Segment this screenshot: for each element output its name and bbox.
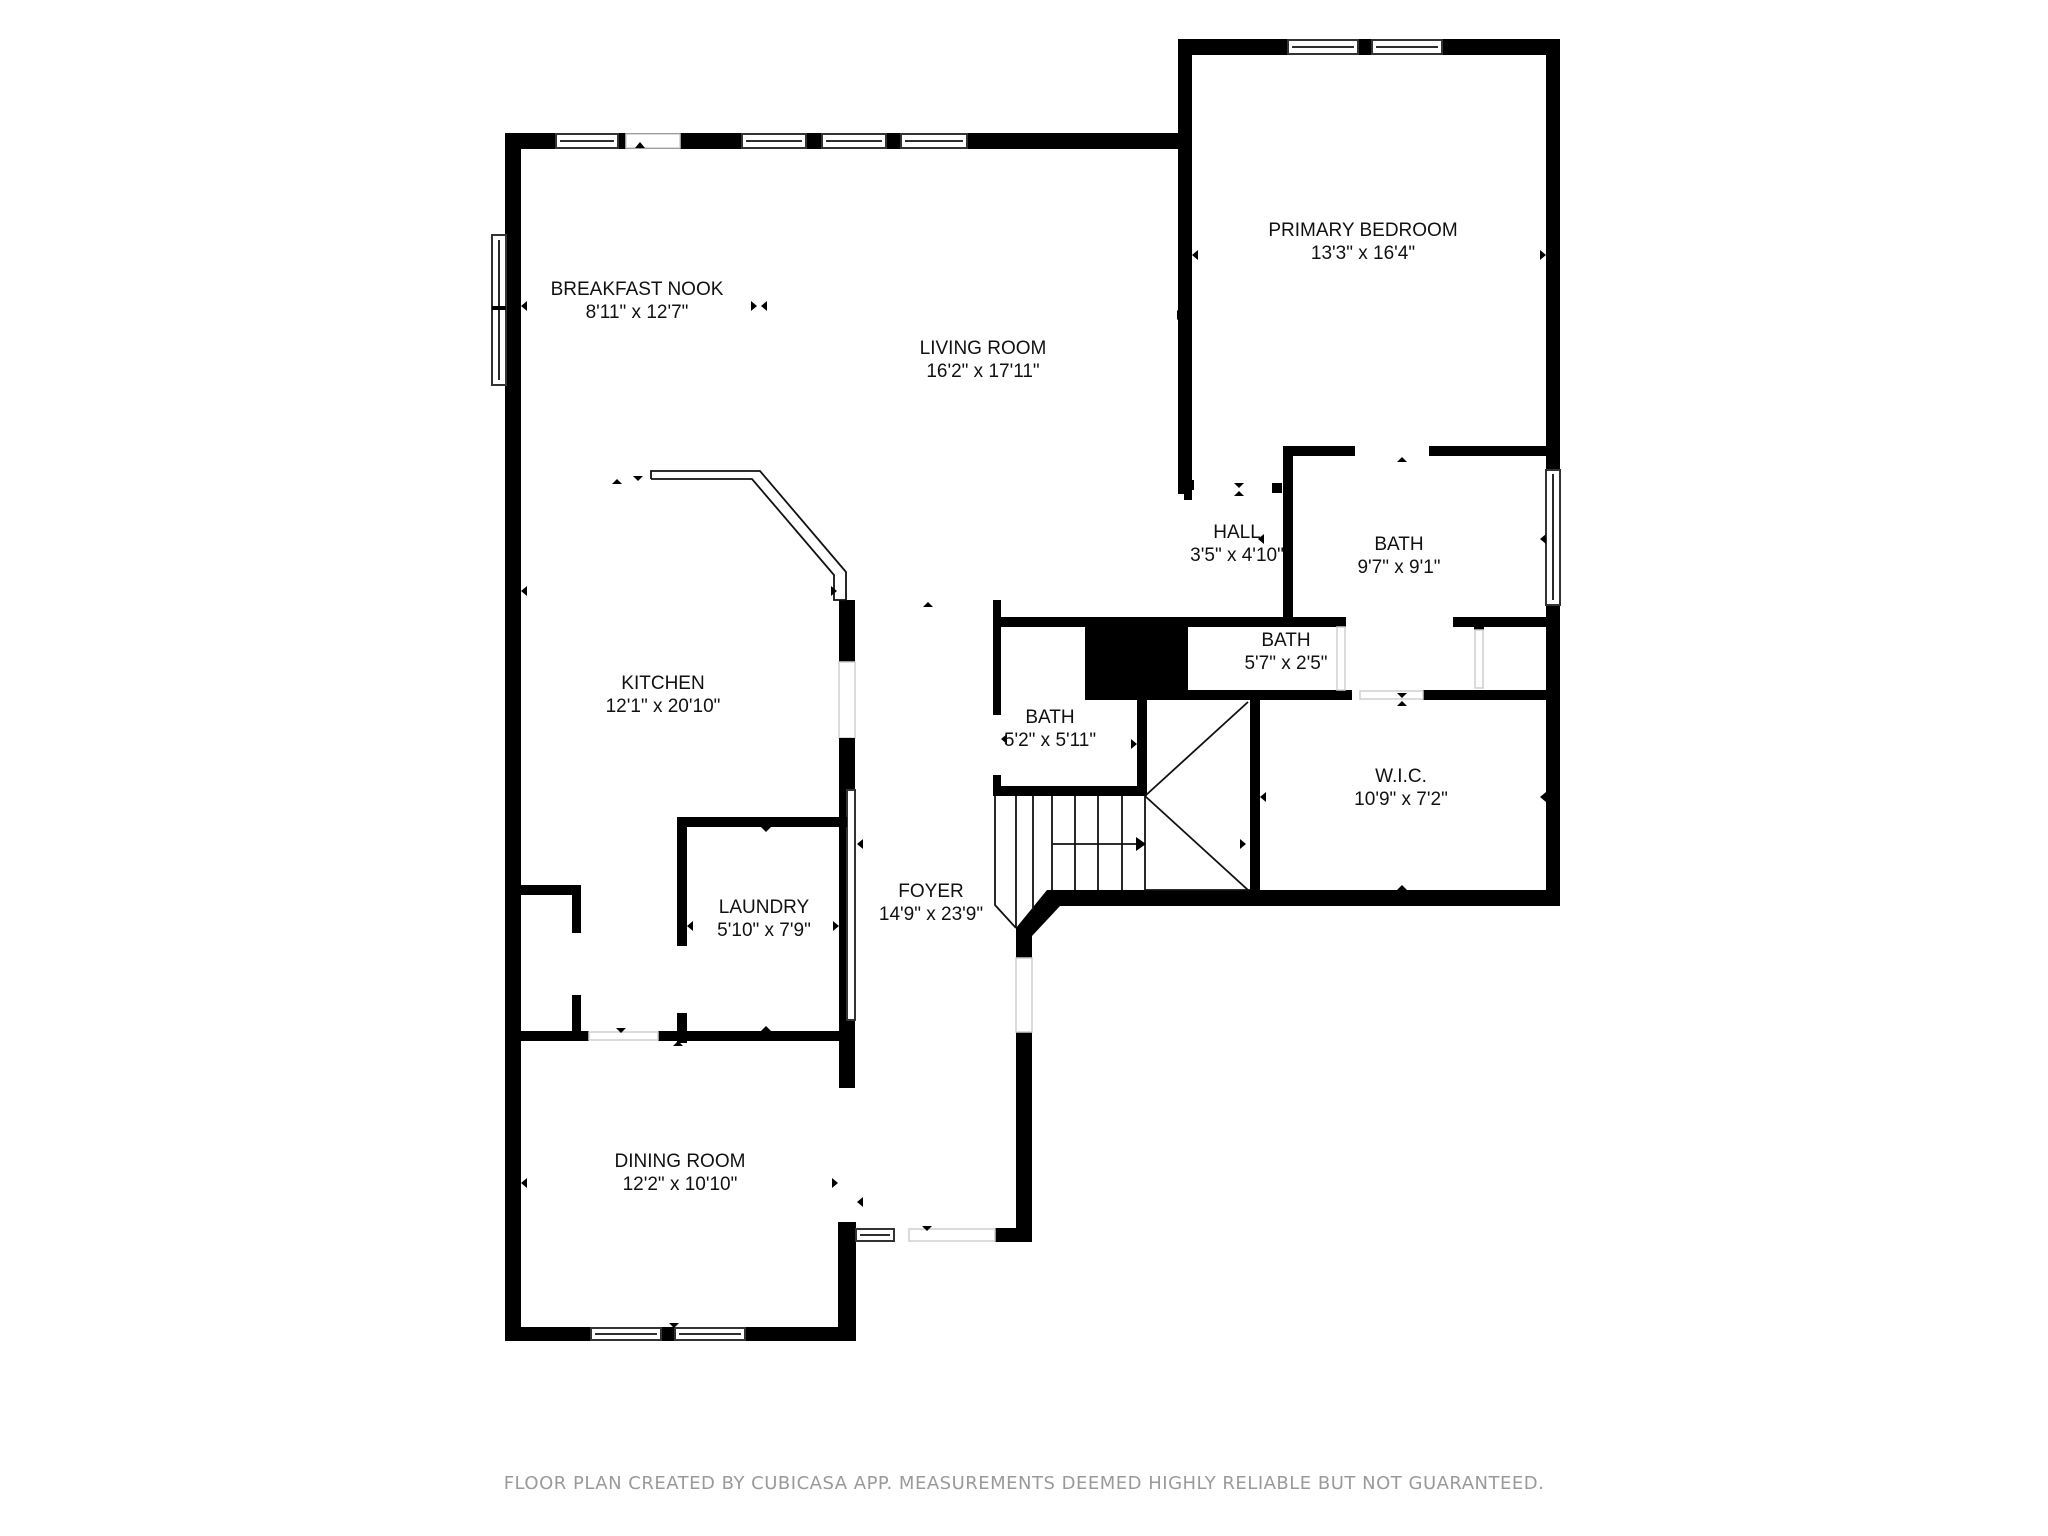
room-foyer: FOYER 14'9" x 23'9"	[879, 880, 983, 926]
wall-bath-large-top-right	[1429, 446, 1551, 456]
window-nook-left	[491, 234, 507, 386]
wall-kitchen-foyer-1	[839, 600, 855, 662]
wall-closet-top	[505, 885, 581, 895]
wall-laundry-left	[677, 817, 687, 946]
window-foyer-bottom	[855, 1228, 895, 1242]
room-name: LAUNDRY	[718, 897, 810, 918]
wall-bottom-wic	[1047, 890, 1560, 906]
room-dimensions: 3'5" x 4'10"	[1190, 545, 1284, 566]
opening-kitchen-foyer	[838, 661, 856, 739]
room-name: FOYER	[898, 881, 964, 902]
closet-door-foyer	[846, 789, 856, 1021]
room-name: PRIMARY BEDROOM	[1268, 220, 1458, 241]
wall-bath-large-top	[1283, 446, 1355, 456]
room-bath-primary: BATH 9'7" x 9'1"	[1357, 533, 1440, 579]
wall-closet-bath-divider	[1474, 622, 1484, 630]
wall-dining-right	[838, 1222, 856, 1341]
room-primary-bedroom: PRIMARY BEDROOM 13'3" x 16'4"	[1268, 219, 1457, 265]
window-bedroom-top	[1287, 39, 1443, 55]
room-name: LIVING ROOM	[919, 338, 1047, 359]
room-name: HALL	[1213, 522, 1261, 543]
room-dimensions: 5'7" x 2'5"	[1244, 653, 1328, 674]
opening-bath-closet	[1474, 629, 1484, 689]
wall-top-bedroom	[1178, 39, 1556, 55]
wall-hall-left-2	[1184, 480, 1194, 490]
room-living-room: LIVING ROOM 16'2" x 17'11"	[920, 337, 1047, 383]
room-breakfast-nook: BREAKFAST NOOK 8'11" x 12'7"	[551, 278, 724, 324]
dimension-markers	[521, 50, 1546, 1328]
room-hall: HALL 3'5" x 4'10"	[1190, 521, 1284, 567]
room-name: BATH	[1261, 630, 1311, 651]
room-bath-small: BATH 5'2" x 5'11"	[1004, 706, 1096, 752]
room-dimensions: 5'10" x 7'9"	[717, 920, 811, 941]
wall-bath-small-left	[993, 600, 1001, 715]
room-dimensions: 10'9" x 7'2"	[1354, 789, 1448, 810]
wall-laundry-bottom	[658, 1031, 854, 1041]
room-name: DINING ROOM	[614, 1151, 746, 1172]
window-top-3	[821, 133, 887, 149]
wall-halfbath-bottom	[1188, 690, 1352, 700]
room-dimensions: 12'1" x 20'10"	[605, 696, 721, 717]
window-top-2	[741, 133, 807, 149]
room-wic: W.I.C. 10'9" x 7'2"	[1354, 765, 1448, 811]
wall-bedroom-left	[1178, 39, 1192, 494]
wall-kitchen-foyer-2	[839, 738, 855, 788]
wall-left-exterior	[505, 133, 521, 1341]
wall-closet-bottom	[505, 1031, 589, 1041]
room-dimensions: 16'2" x 17'11"	[926, 361, 1040, 382]
wall-foyer-bottom	[995, 1228, 1032, 1242]
room-dimensions: 12'2" x 10'10"	[622, 1174, 738, 1195]
window-dining-bottom	[590, 1327, 746, 1341]
room-name: BATH	[1374, 534, 1424, 555]
chase-block	[1085, 617, 1188, 700]
opening-top	[625, 133, 681, 149]
disclaimer-footer: FLOOR PLAN CREATED BY CUBICASA APP. MEAS…	[503, 1473, 1545, 1494]
wall-halfbath-top	[1188, 617, 1346, 627]
kitchen-counter	[650, 470, 847, 601]
wall-closet-right	[572, 885, 581, 933]
room-dimensions: 5'2" x 5'11"	[1003, 730, 1097, 751]
room-dining-room: DINING ROOM 12'2" x 10'10"	[615, 1150, 746, 1196]
wall-laundry-top	[677, 817, 847, 827]
wall-foyer-right-lower	[1016, 1032, 1032, 1242]
stair-arrow-icon	[1136, 837, 1146, 851]
window-top-1	[555, 133, 619, 149]
wall-laundry-left-lower	[677, 1013, 687, 1043]
room-dimensions: 14'9" x 23'9"	[878, 904, 984, 925]
foyer-right-opening	[1015, 957, 1033, 1033]
wall-hall-left	[1184, 482, 1192, 500]
room-name: BREAKFAST NOOK	[550, 279, 724, 300]
wall-bath-small-right	[1137, 700, 1147, 796]
window-top-4	[900, 133, 968, 149]
room-bath-half: BATH 5'7" x 2'5"	[1244, 629, 1327, 675]
wall-foyer-right	[1016, 928, 1032, 958]
wall-hall-right	[1283, 446, 1293, 621]
opening-bath-wic	[1359, 690, 1424, 700]
room-dimensions: 13'3" x 16'4"	[1310, 243, 1416, 264]
wall-wic-left	[1250, 700, 1260, 900]
room-dimensions: 9'7" x 9'1"	[1357, 557, 1441, 578]
room-name: W.I.C.	[1375, 766, 1427, 787]
wall-closet-right-lower	[572, 995, 581, 1041]
room-laundry: LAUNDRY 5'10" x 7'9"	[717, 896, 811, 942]
room-name: BATH	[1025, 707, 1075, 728]
wall-bath-small-left-lower	[993, 775, 1001, 793]
wall-hall-topright	[1272, 483, 1282, 493]
front-door-opening	[908, 1228, 996, 1242]
opening-kitchen-dining	[588, 1031, 659, 1041]
wall-bath-large-bottom	[1423, 690, 1553, 700]
wall-bath-small-top	[993, 617, 1085, 627]
room-kitchen: KITCHEN 12'1" x 20'10"	[606, 672, 721, 718]
staircase	[994, 701, 1250, 929]
room-dimensions: 8'11" x 12'7"	[585, 302, 689, 323]
opening-halfbath	[1336, 626, 1346, 691]
wall-bath-small-bottom	[993, 786, 1145, 796]
wall-bath-large-bottom-right	[1453, 617, 1553, 627]
room-name: KITCHEN	[621, 673, 705, 694]
window-bath-right	[1545, 469, 1561, 606]
